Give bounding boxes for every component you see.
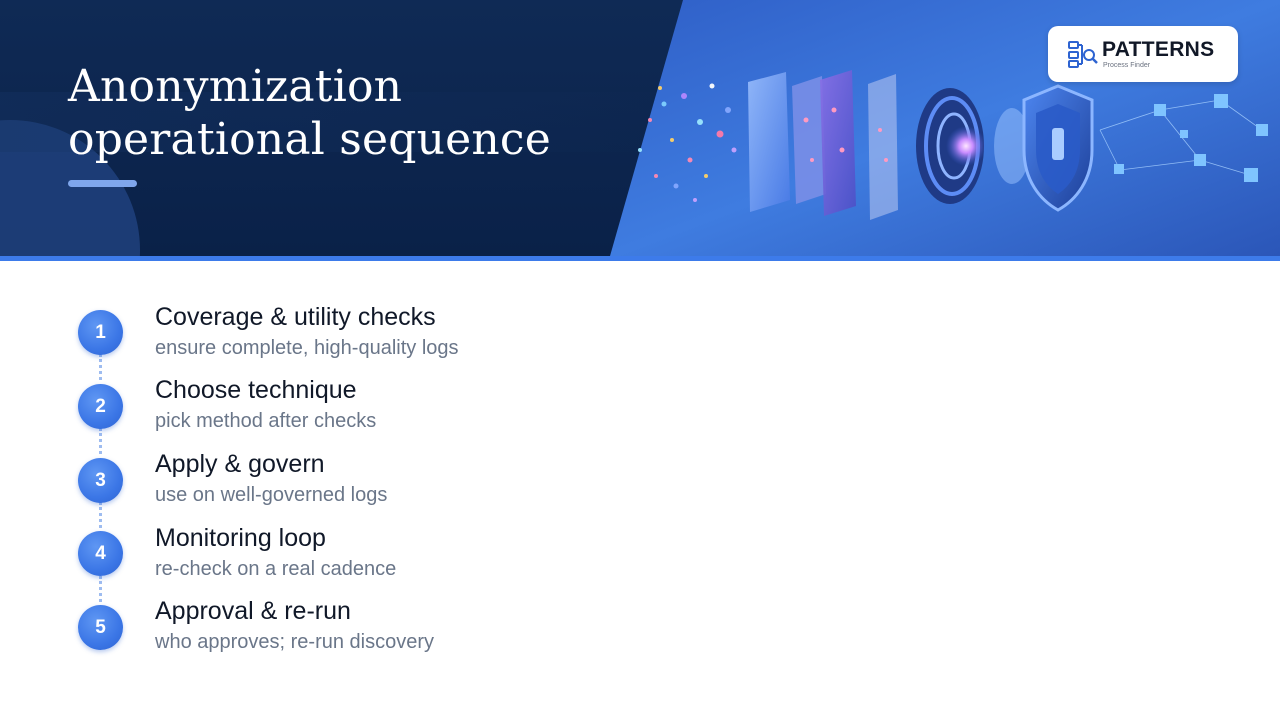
- header-banner: Anonymization operational sequence PATTE…: [0, 0, 1280, 256]
- header-decorative-band: [0, 92, 700, 152]
- step-number-badge: 3: [78, 458, 123, 503]
- step-description: pick method after checks: [155, 410, 377, 432]
- step-title: Monitoring loop: [155, 524, 326, 552]
- step-title: Apply & govern: [155, 450, 325, 478]
- step-number-badge: 1: [78, 310, 123, 355]
- step-description: ensure complete, high-quality logs: [155, 337, 459, 359]
- step-number-badge: 5: [78, 605, 123, 650]
- step-description: who approves; re-run discovery: [155, 631, 435, 653]
- page-title-line-2: operational sequence: [68, 114, 552, 165]
- step-connector: [99, 428, 102, 454]
- page-title-line-1: Anonymization: [68, 61, 403, 112]
- step-connector: [99, 502, 102, 528]
- page-title: Anonymization operational sequence: [68, 60, 628, 166]
- header-divider: [0, 256, 1280, 261]
- logo-name: PATTERNS: [1102, 38, 1215, 61]
- step-connector: [99, 576, 102, 602]
- step-connector: [99, 354, 102, 380]
- process-flow-search-icon: [1068, 41, 1098, 68]
- logo-card: PATTERNS Process Finder: [1048, 26, 1238, 82]
- step-title: Approval & re-run: [155, 597, 351, 625]
- step-number-badge: 4: [78, 531, 123, 576]
- step-title: Choose technique: [155, 376, 357, 404]
- logo-tagline: Process Finder: [1103, 62, 1151, 69]
- step-description: use on well-governed logs: [155, 484, 388, 506]
- step-title: Coverage & utility checks: [155, 303, 436, 331]
- title-accent-bar: [68, 180, 137, 187]
- step-description: re-check on a real cadence: [155, 558, 397, 580]
- step-number-badge: 2: [78, 384, 123, 429]
